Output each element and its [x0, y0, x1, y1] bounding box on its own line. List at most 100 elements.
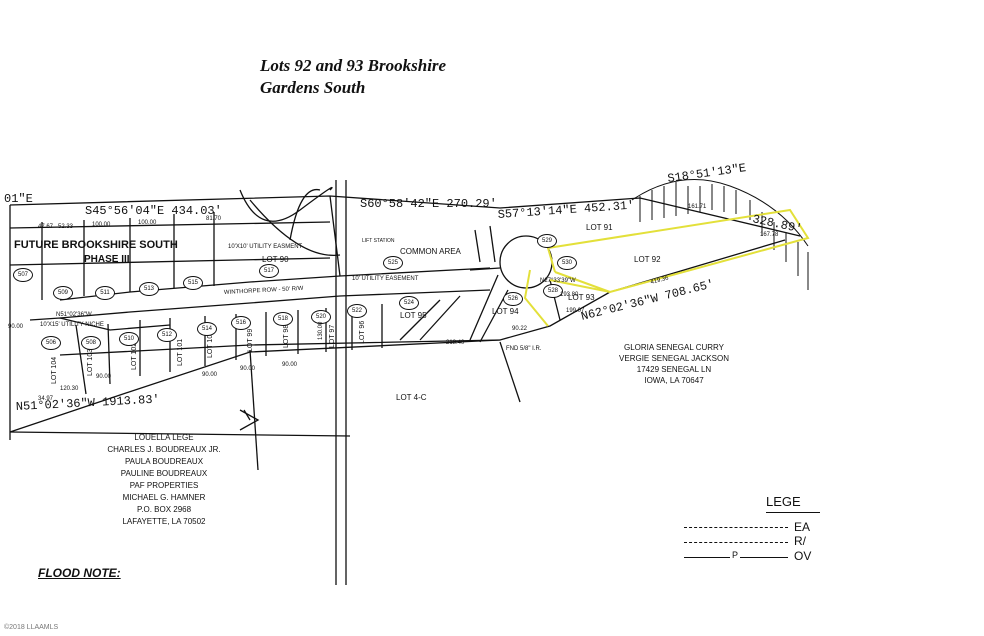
owner-left-line: PAF PROPERTIES [129, 481, 199, 490]
dimension-label-4: 100.00 [138, 220, 157, 226]
dimension-label-6: 90.00 [8, 324, 24, 330]
dimension-label-9: 90.00 [240, 366, 256, 372]
address-bubble-526: 526 [503, 292, 523, 306]
lot-102-label: LOT 102 [131, 343, 138, 370]
bearing-s60: S60°58'42"E 270.29' [360, 197, 497, 211]
dimension-label-19: 167.78 [760, 232, 779, 238]
lot-4c-label: LOT 4-C [396, 393, 427, 402]
legend-row-1: EA [794, 520, 811, 534]
utility-easement-a: 10'X10' UTILITY EASMENT [228, 244, 303, 250]
dimension-label-20: 34.97 [38, 396, 54, 402]
owner-left-line: MICHAEL G. HAMNER [122, 493, 206, 502]
lot-98-label: LOT 98 [283, 325, 290, 348]
found-iron-rod-label: FND 5/8" I.R. [506, 346, 542, 352]
dimension-label-15: 193.80 [560, 292, 579, 298]
legend-line-1 [684, 527, 788, 528]
lot-95-label: LOT 95 [400, 311, 427, 320]
address-bubble-512: 512 [157, 328, 177, 342]
lot-92-label: LOT 92 [634, 255, 661, 264]
address-bubble-513: 513 [139, 282, 159, 296]
owner-right-line: VERGIE SENEGAL JACKSON [619, 354, 729, 363]
legend: LEGE EA R/ P OV [680, 494, 820, 594]
lot-90-label: LOT 90 [262, 255, 289, 264]
owner-right-line: 17429 SENEGAL LN [636, 365, 712, 374]
legend-title: LEGE [766, 494, 801, 509]
bearing-n27: N27°33'39"W [540, 278, 576, 284]
owners-right-block: GLORIA SENEGAL CURRY VERGIE SENEGAL JACKS… [600, 342, 748, 386]
dimension-label-16: 199.07 [566, 308, 585, 314]
highlight-lots-92-93 [523, 208, 810, 327]
bearing-n51-road: N51°02'36"W [56, 312, 92, 318]
address-bubble-517: 517 [259, 264, 279, 278]
lot-103-label: LOT 103 [87, 349, 94, 376]
future-phase-label-2: PHASE III [84, 254, 130, 265]
dimension-label-2: 52.33 [58, 224, 74, 230]
address-bubble-524: 524 [399, 296, 419, 310]
footer-copyright: ©2018 LLAAMLS [4, 624, 59, 631]
map-title-line1: Lots 92 and 93 Brookshire [260, 56, 447, 75]
bearing-s18: S18°51'13"E [667, 161, 747, 186]
road-label: WINTHORPE ROW - 50' R/W [224, 286, 304, 296]
legend-p: P [730, 550, 741, 560]
owner-left-line: LOUELLA LEGE [134, 433, 194, 442]
owner-right-line: GLORIA SENEGAL CURRY [623, 343, 725, 352]
bearing-n62: N62°02'36"W 708.65' [580, 277, 716, 324]
dimension-label-18: 161.71 [688, 204, 707, 210]
common-area-label: COMMON AREA [400, 247, 462, 256]
dimension-label-13: 218.40 [446, 340, 465, 346]
owner-left-line: PAULA BOUDREAUX [124, 457, 204, 466]
lot-93-label: LOT 93 [568, 293, 595, 302]
dimension-label-1: 47.67 [38, 224, 54, 230]
utility-niche-label: 10'X15' UTILITY NICHE [40, 322, 104, 328]
legend-line-2 [684, 542, 788, 543]
lift-station-label: LIFT STATION [362, 238, 395, 244]
dimension-label-11: 130.00 [318, 321, 324, 340]
dimension-label-10: 90.00 [282, 362, 298, 368]
address-bubble-528: 528 [543, 284, 563, 298]
dimension-label-14: 90.22 [512, 326, 528, 332]
dimension-label-12: 120.30 [60, 386, 79, 392]
lot-97-label: LOT 97 [329, 325, 336, 348]
hatched-boundary [631, 179, 809, 290]
map-title-line2: Gardens South [260, 78, 366, 97]
address-bubble-530: 530 [557, 256, 577, 270]
address-bubble-508: 508 [81, 336, 101, 350]
lot-104-label: LOT 104 [51, 357, 58, 384]
future-phase-label-1: FUTURE BROOKSHIRE SOUTH [14, 239, 178, 251]
address-bubble-515: 515 [183, 276, 203, 290]
lot-100-label: LOT 100 [207, 331, 214, 358]
address-bubble-529: 529 [537, 234, 557, 248]
lot-91-label: LOT 91 [586, 223, 613, 232]
address-bubble-514: 514 [197, 322, 217, 336]
dimension-label-3: 100.00 [92, 222, 111, 228]
dimension-label-5: 81.70 [206, 216, 222, 222]
address-bubble-516: 516 [231, 316, 251, 330]
address-bubble-510: 510 [119, 332, 139, 346]
address-bubble-522: 522 [347, 304, 367, 318]
lot-96-label: LOT 96 [359, 321, 366, 344]
address-bubble-509: 509 [53, 286, 73, 300]
owner-left-line: P.O. BOX 2968 [136, 505, 192, 514]
owner-left-line: LAFAYETTE, LA 70502 [122, 517, 206, 526]
lot-99-label: LOT 99 [247, 329, 254, 352]
bearing-s57: S57°13'14"E 452.31' [497, 198, 634, 222]
flood-note: FLOOD NOTE: [38, 566, 121, 580]
owner-right-line: IOWA, LA 70647 [644, 376, 704, 385]
legend-row-3: OV [794, 549, 812, 563]
legend-rule [766, 512, 820, 513]
utility-easement-b: 10' UTILITY EASEMENT [352, 276, 419, 282]
dimension-label-7: 90.00 [96, 374, 112, 380]
bearing-s45: S45°56'04"E 434.03' [85, 204, 222, 218]
address-bubble-507: 507 [13, 268, 33, 282]
owner-left-line: PAULINE BOUDREAUX [120, 469, 208, 478]
address-bubble-525: 525 [383, 256, 403, 270]
address-bubble-520: 520 [311, 310, 331, 324]
lot-94-label: LOT 94 [492, 307, 519, 316]
bearing-left-partial: 01"E [4, 192, 33, 206]
legend-row-2: R/ [794, 534, 806, 548]
address-bubble-518: 518 [273, 312, 293, 326]
lot-101-label: LOT 101 [177, 339, 184, 366]
